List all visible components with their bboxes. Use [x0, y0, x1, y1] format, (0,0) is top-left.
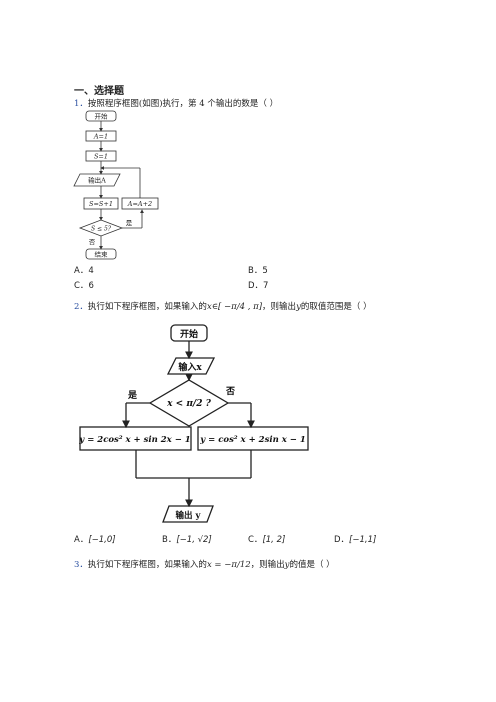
fc1-end-text: 结束: [95, 250, 109, 259]
q1-option-a-value: 4: [88, 266, 94, 276]
fc2-start-text: 开始: [180, 328, 198, 340]
q1-option-c-label: C．: [74, 281, 89, 291]
question-2-interval: ∈[ −π/4 , π]: [211, 302, 263, 312]
q2-option-b-value: [−1, √2]: [176, 535, 212, 545]
q1-option-d-value: 7: [263, 281, 269, 291]
question-2-var2: y: [296, 302, 301, 312]
fc1-a-init-text: A=1: [93, 133, 108, 141]
question-3-expr: x = −π/12: [206, 560, 251, 570]
q2-option-c-label: C．: [248, 535, 263, 545]
fc2-yes-label: 是: [127, 390, 138, 401]
fc1-condition-text: S ≤ 5?: [91, 226, 112, 233]
question-3-var: y: [284, 560, 290, 570]
q2-option-c[interactable]: C．[1, 2]: [248, 533, 285, 545]
fc2-input-box: [166, 357, 216, 375]
fc2-right-box-text: y = cos² x + 2sin x − 1: [199, 435, 306, 445]
question-1: 1．按照程序框图(如图)执行，第 4 个输出的数是（ ）: [74, 97, 278, 109]
question-2-text-before: 执行如下程序框图，如果输入的: [87, 302, 207, 312]
q1-option-c-value: 6: [88, 281, 94, 291]
question-2-number: 2．: [74, 302, 88, 312]
question-3-text-after: ，则输出: [250, 560, 285, 570]
fc1-yes-label: 是: [126, 219, 133, 227]
fc2-output-text: 输出 y: [176, 510, 202, 521]
question-3-text-end: 的值是（ ）: [289, 560, 335, 570]
q2-option-a[interactable]: A．[−1,0]: [74, 533, 116, 545]
q1-option-b-label: B．: [248, 266, 263, 276]
q1-option-d-label: D．: [248, 281, 264, 291]
question-2: 2．执行如下程序框图，如果输入的x∈[ −π/4 , π]，则输出y的取值范围是…: [74, 300, 372, 312]
q2-option-b-label: B．: [162, 535, 177, 545]
question-3: 3．执行如下程序框图，如果输入的x = −π/12，则输出y的值是（ ）: [74, 558, 335, 570]
question-1-text: 按照程序框图(如图)执行，第 4 个输出的数是（ ）: [87, 99, 279, 109]
question-3-text-before: 执行如下程序框图，如果输入的: [87, 560, 207, 570]
question-1-number: 1．: [74, 99, 88, 109]
fc2-condition-text: x < π/2 ?: [166, 399, 211, 409]
fc1-output-text: 输出A: [88, 176, 106, 185]
question-2-text-end: 的取值范围是（ ）: [300, 302, 372, 312]
q1-option-d[interactable]: D．7: [248, 279, 268, 291]
question-2-var: x: [206, 302, 212, 312]
q1-option-a-label: A．: [74, 266, 89, 276]
fc2-decision: [148, 379, 230, 427]
fc1-start-text: 开始: [95, 112, 109, 121]
q2-option-d-label: D．: [334, 535, 350, 545]
fc1-end-box: [85, 248, 117, 260]
flowchart-1: 开始 A=1 S=1 输出A S=S+1 A=A+2 S ≤ 5? 是 否 结束: [73, 110, 159, 260]
fc1-a-update-text: A=A+2: [127, 200, 152, 208]
flowchart-2: 开始 输入x x < π/2 ? 是 否 y = 2cos² x + sin 2…: [78, 324, 309, 523]
q2-option-a-value: [−1,0]: [88, 535, 116, 545]
question-3-number: 3．: [74, 560, 88, 570]
question-2-text-after: ，则输出: [262, 302, 297, 312]
fc1-s-init-text: S=1: [94, 153, 108, 161]
q2-option-b[interactable]: B．[−1, √2]: [162, 533, 212, 545]
fc2-output-box: [162, 505, 214, 523]
q1-option-b-value: 5: [262, 266, 268, 276]
section-title: 一、选择题: [74, 86, 124, 97]
fc2-no-label: 否: [225, 386, 235, 397]
fc2-left-box-text: y = 2cos² x + sin 2x − 1: [78, 435, 190, 445]
q2-option-d[interactable]: D．[−1,1]: [334, 533, 376, 545]
q1-option-c[interactable]: C．6: [74, 279, 94, 291]
q2-option-c-value: [1, 2]: [262, 535, 286, 545]
q2-option-d-value: [−1,1]: [349, 535, 377, 545]
q2-option-a-label: A．: [74, 535, 89, 545]
fc1-output-box: [73, 173, 121, 187]
fc2-right-box: [197, 426, 309, 451]
fc2-input-text: 输入x: [178, 361, 202, 373]
fc1-s-update-text: S=S+1: [89, 200, 113, 208]
q1-option-b[interactable]: B．5: [248, 264, 268, 276]
fc1-no-label: 否: [89, 238, 96, 246]
q1-option-a[interactable]: A．4: [74, 264, 94, 276]
